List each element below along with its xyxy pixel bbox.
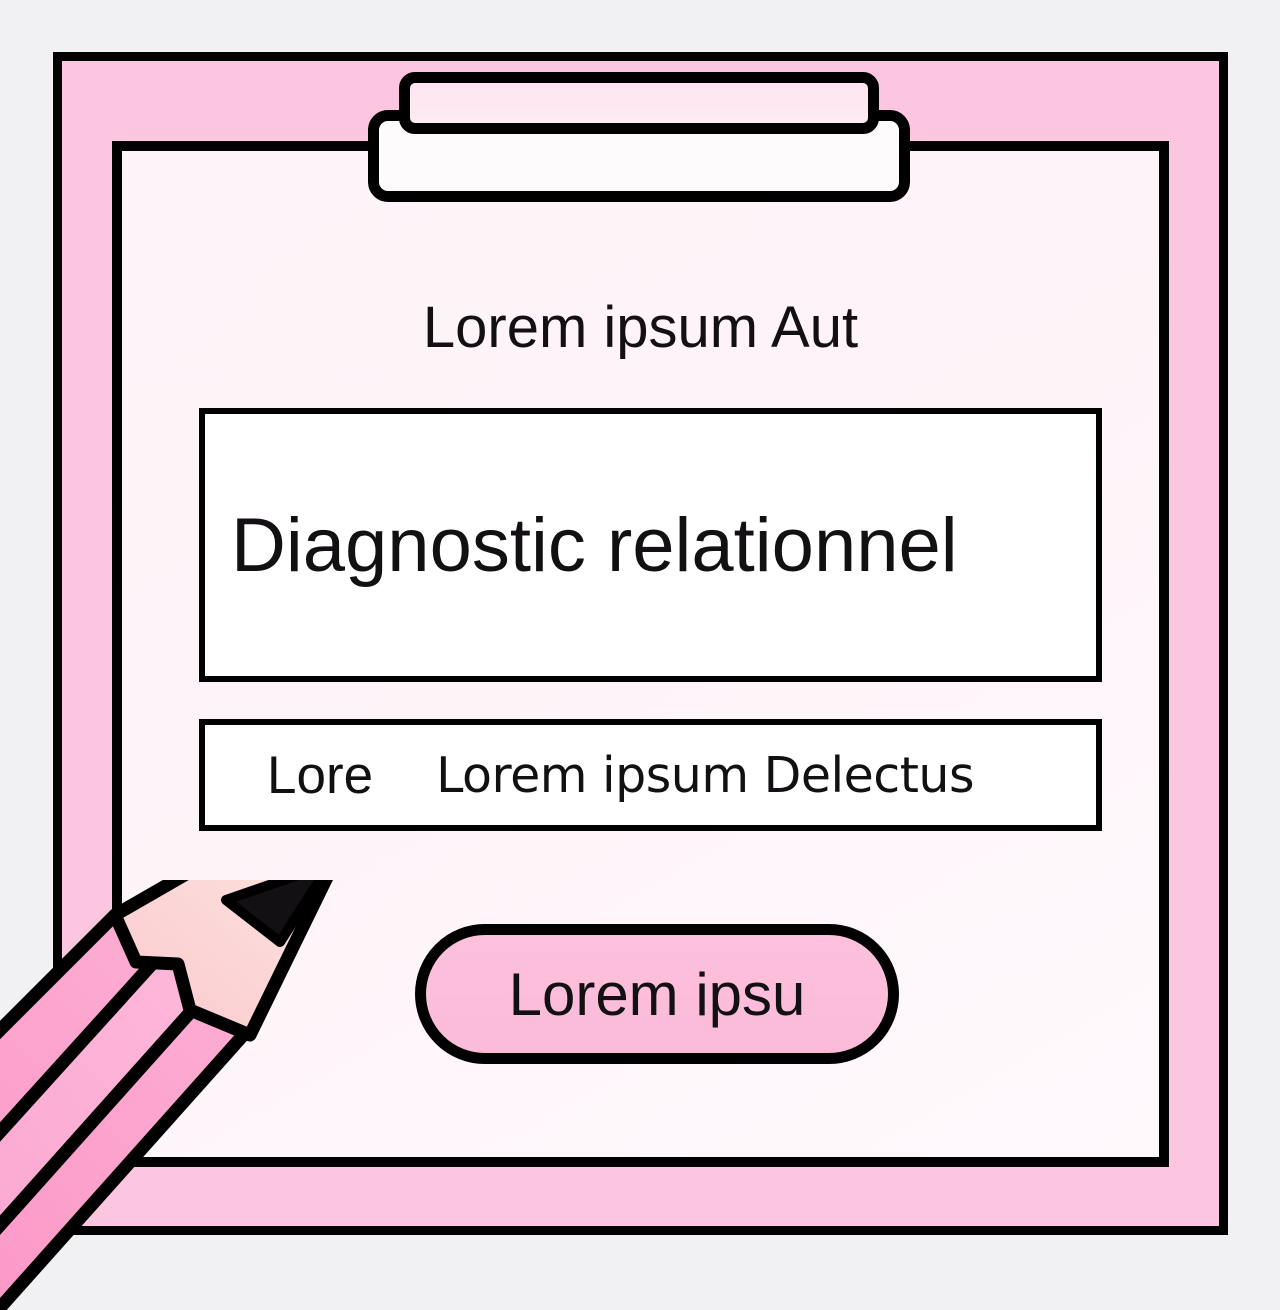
submit-button[interactable]: Lorem ipsu — [415, 924, 899, 1064]
clipboard-form-illustration: Lorem ipsum Aut Diagnostic relationnel L… — [0, 52, 1228, 1310]
clipboard-clip-top — [399, 72, 879, 134]
secondary-field[interactable]: Lore Lorem ipsum Delectus — [199, 719, 1102, 831]
primary-field[interactable]: Diagnostic relationnel — [199, 408, 1102, 682]
secondary-field-label: Lore — [267, 745, 374, 805]
clipboard-paper: Lorem ipsum Aut Diagnostic relationnel L… — [112, 141, 1169, 1167]
form-area: Lorem ipsum Aut Diagnostic relationnel L… — [122, 151, 1159, 1157]
submit-button-label: Lorem ipsu — [508, 960, 806, 1028]
secondary-field-value: Lorem ipsum Delectus — [436, 746, 975, 804]
page-title: Lorem ipsum Aut — [422, 295, 859, 360]
primary-field-value: Diagnostic relationnel — [231, 502, 958, 588]
